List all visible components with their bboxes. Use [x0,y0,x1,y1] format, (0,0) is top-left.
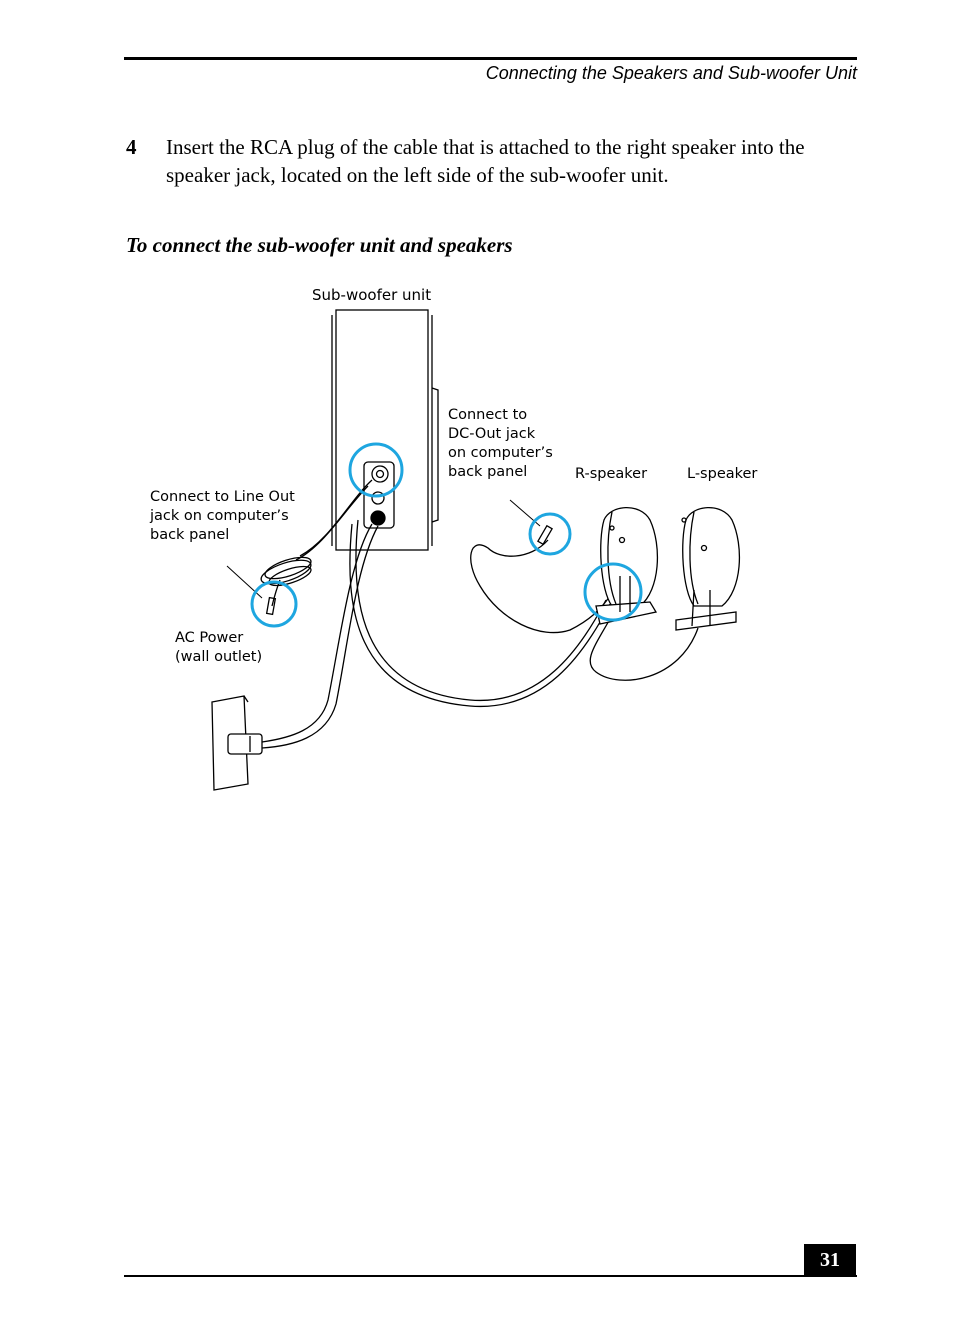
l-speaker-label: L-speaker [687,466,757,482]
inter-speaker-cable [589,603,699,681]
footer-rule [124,1275,857,1277]
header-title: Connecting the Speakers and Sub-woofer U… [485,63,857,83]
highlight-r-speaker-jack [583,562,643,622]
highlight-dc-out-plug [528,512,572,556]
r-speaker-label: R-speaker [575,466,647,482]
section-title: To connect the sub-woofer unit and speak… [126,233,513,257]
header-rule [124,57,857,60]
dc-out-cable [470,499,611,634]
ac-power-label: AC Power (wall outlet) [175,630,262,665]
line-out-label: Connect to Line Out jack on computer’s b… [149,489,299,543]
highlight-line-out-plug [250,580,298,628]
l-speaker [675,507,741,631]
step-number: 4 [126,135,137,159]
page-number: 31 [804,1244,856,1276]
subwoofer-label: Sub-woofer unit [312,286,431,304]
highlight-circles [250,442,643,628]
ac-power-cable [261,523,379,749]
dc-out-label: Connect to DC-Out jack on computer’s bac… [448,407,557,480]
step-text: Insert the RCA plug of the cable that is… [166,135,805,187]
highlight-subwoofer-jack [348,442,404,498]
speaker-cable [349,519,611,708]
wall-outlet [211,695,263,791]
subwoofer-unit [331,309,439,551]
